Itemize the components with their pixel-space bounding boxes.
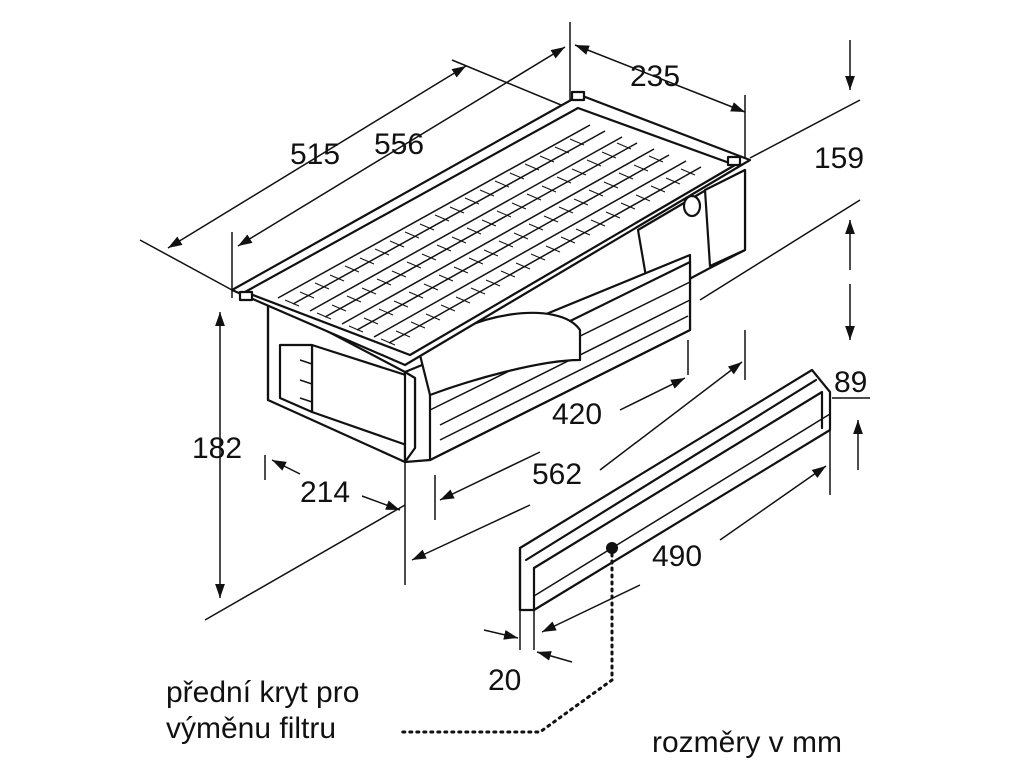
dim-214: 214	[300, 476, 350, 509]
units-note: rozměry v mm	[652, 726, 842, 759]
front-filter-cover	[518, 368, 832, 612]
dim-420: 420	[552, 398, 602, 431]
dim-562: 562	[532, 458, 582, 491]
grille-slats	[277, 124, 702, 346]
dim-89: 89	[834, 366, 867, 399]
callout-label-line1: přední kryt pro	[166, 676, 359, 709]
dim-235: 235	[630, 60, 680, 93]
dim-556: 556	[374, 128, 424, 161]
dim-515: 515	[290, 138, 340, 171]
dim-159: 159	[814, 142, 864, 175]
downdraft-unit	[230, 90, 752, 464]
callout-label-line2: výměnu filtru	[166, 712, 336, 745]
dim-490: 490	[652, 540, 702, 573]
callout-leader	[400, 542, 618, 734]
dimension-lines	[167, 40, 863, 663]
dim-182: 182	[192, 432, 242, 465]
dim-20: 20	[488, 664, 521, 697]
